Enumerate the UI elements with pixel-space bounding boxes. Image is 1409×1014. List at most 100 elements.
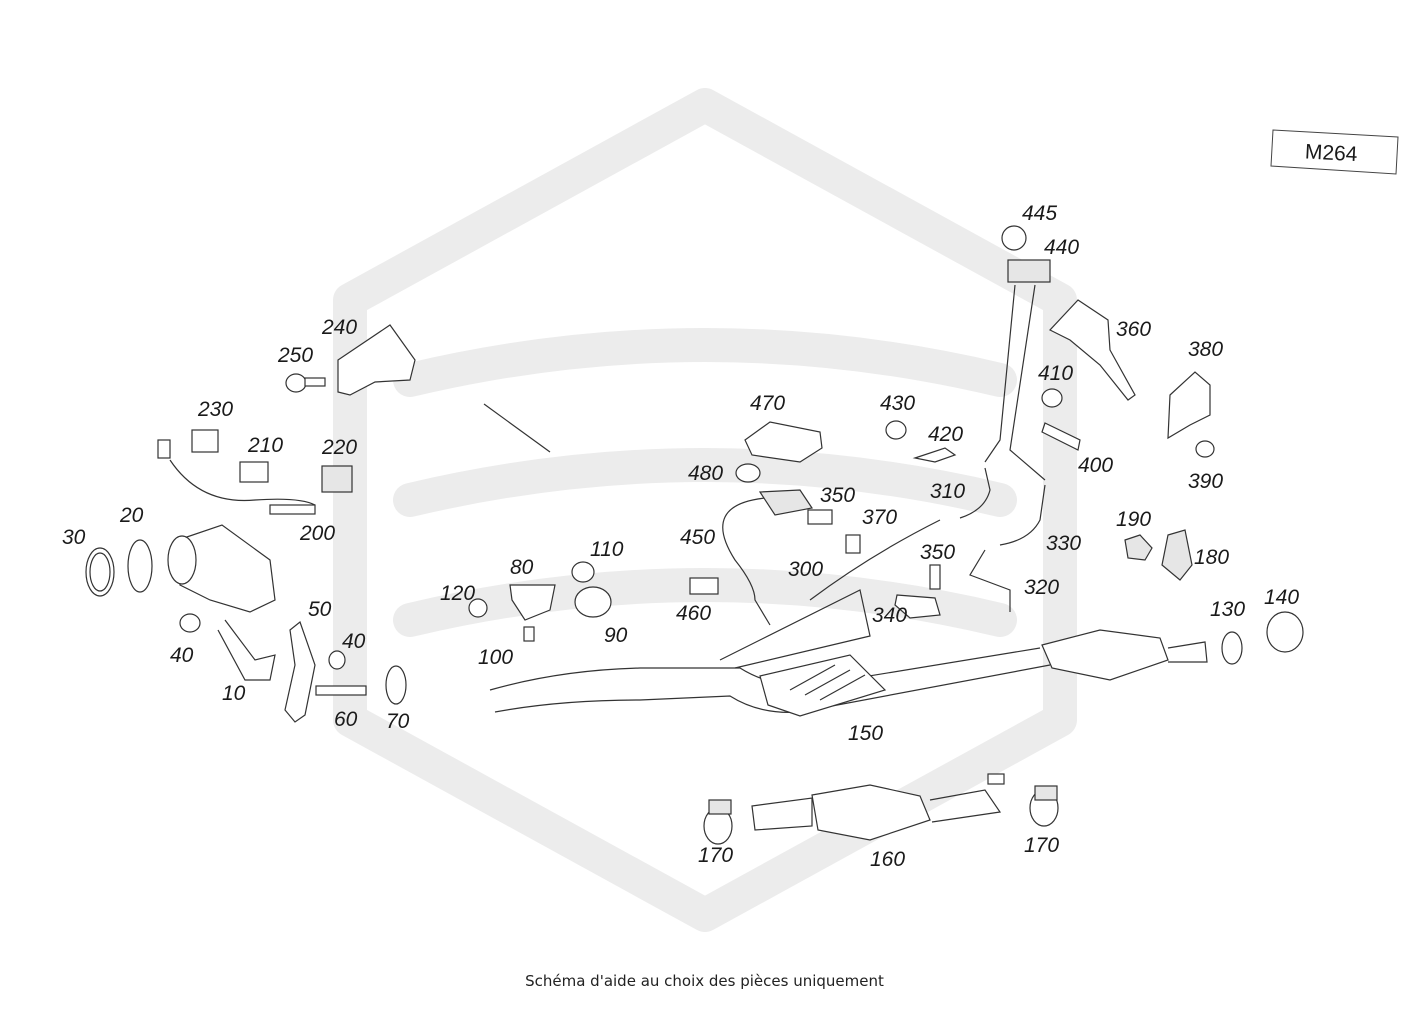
label-170-left: 170 [698,844,733,867]
part-100-bolt[interactable] [523,626,535,642]
part-70-gasket[interactable] [385,665,407,705]
label-430: 430 [880,392,915,415]
label-360: 360 [1116,318,1151,341]
part-380-bracket[interactable] [1167,371,1211,440]
label-480: 480 [688,462,723,485]
label-300: 300 [788,558,823,581]
label-240: 240 [321,316,357,339]
label-60: 60 [334,708,358,731]
label-410: 410 [1038,362,1073,385]
label-460: 460 [676,602,711,625]
watermark-logo [333,88,1077,932]
footnote: Schéma d'aide au choix des pièces unique… [525,972,884,990]
part-470-control-unit[interactable] [744,421,823,463]
part-120-nut[interactable] [468,598,488,618]
label-70: 70 [386,710,410,733]
label-130: 130 [1210,598,1245,621]
label-90: 90 [604,624,628,647]
part-220-holder[interactable] [321,465,353,493]
label-180: 180 [1194,546,1229,569]
part-480-grommet[interactable] [735,463,761,483]
label-340: 340 [872,604,907,627]
part-20-clamp-ring[interactable] [127,539,153,593]
label-320: 320 [1024,576,1059,599]
label-140: 140 [1264,586,1299,609]
label-30: 30 [62,526,86,549]
label-390: 390 [1188,470,1223,493]
label-150: 150 [848,722,883,745]
label-210: 210 [247,434,283,457]
part-rod [483,403,551,453]
part-80-bracket[interactable] [509,584,556,621]
label-160: 160 [870,848,905,871]
part-250-bolt[interactable] [285,373,326,393]
model-code-badge: M264 [1270,129,1399,175]
part-440-sensor[interactable] [984,259,1051,481]
part-40-nut-right[interactable] [328,650,346,670]
part-350-screw-upper[interactable] [807,509,833,525]
part-130-clamp[interactable] [1221,631,1243,665]
part-180-bracket[interactable] [1161,529,1193,581]
part-230-connector[interactable] [157,429,219,459]
part-50-bracket[interactable] [284,621,316,723]
part-60-stud-bolt[interactable] [315,685,367,696]
part-310-hose[interactable] [959,467,991,519]
part-340-bracket[interactable] [894,594,941,619]
part-190-rubber-mount[interactable] [1124,534,1153,561]
part-150-exhaust-pipe[interactable] [489,589,1208,717]
part-360-bracket[interactable] [1049,299,1136,401]
part-430-cap[interactable] [885,420,907,440]
part-450-sensor-cable[interactable] [722,497,771,626]
part-240-bracket[interactable] [337,324,416,396]
label-470: 470 [750,392,785,415]
part-170-clamp-left[interactable] [703,799,733,845]
part-110-rubber-mount[interactable] [571,561,595,583]
label-420: 420 [928,423,963,446]
part-210-clip[interactable] [239,461,269,483]
part-sensor-box-350[interactable] [758,489,814,516]
part-460-connector[interactable] [689,577,719,595]
part-445-cap[interactable] [1001,225,1027,251]
label-40-right: 40 [342,630,366,653]
label-100: 100 [478,646,513,669]
part-410-nut[interactable] [1041,388,1063,408]
part-400-bracket[interactable] [1041,422,1081,451]
part-90-mount[interactable] [574,586,612,618]
part-200-sensor[interactable] [169,459,316,515]
part-30-gasket-ring[interactable] [85,547,115,597]
label-50: 50 [308,598,332,621]
label-10: 10 [222,682,246,705]
label-450: 450 [680,526,715,549]
label-350-upper: 350 [820,484,855,507]
model-code: M264 [1304,140,1358,166]
part-320-pipe[interactable] [969,549,1011,612]
callout-labels: 10 20 30 40 40 50 60 70 80 90 100 110 12… [62,202,1299,871]
part-10-catalytic-converter[interactable] [167,524,276,681]
label-400: 400 [1078,454,1113,477]
part-350-screw-lower[interactable] [929,564,941,590]
part-40-nut-left[interactable] [179,613,201,633]
part-420-clip[interactable] [912,447,957,463]
label-380: 380 [1188,338,1223,361]
label-220: 220 [321,436,357,459]
label-170-right: 170 [1024,834,1059,857]
label-190: 190 [1116,508,1151,531]
label-250: 250 [277,344,313,367]
label-80: 80 [510,556,534,579]
part-160-rear-muffler[interactable] [751,773,1005,841]
label-440: 440 [1044,236,1079,259]
label-310: 310 [930,480,965,503]
part-140-clamp[interactable] [1266,611,1304,653]
part-300-pipe[interactable] [809,519,941,601]
part-170-clamp-right[interactable] [1029,785,1059,827]
label-350-lower: 350 [920,541,955,564]
label-230: 230 [197,398,233,421]
label-120: 120 [440,582,475,605]
part-390-bolt[interactable] [1195,440,1215,458]
label-110: 110 [590,538,624,561]
label-20: 20 [119,504,144,527]
part-370-clip[interactable] [845,534,861,554]
label-370: 370 [862,506,897,529]
part-330-hose[interactable] [999,484,1046,546]
